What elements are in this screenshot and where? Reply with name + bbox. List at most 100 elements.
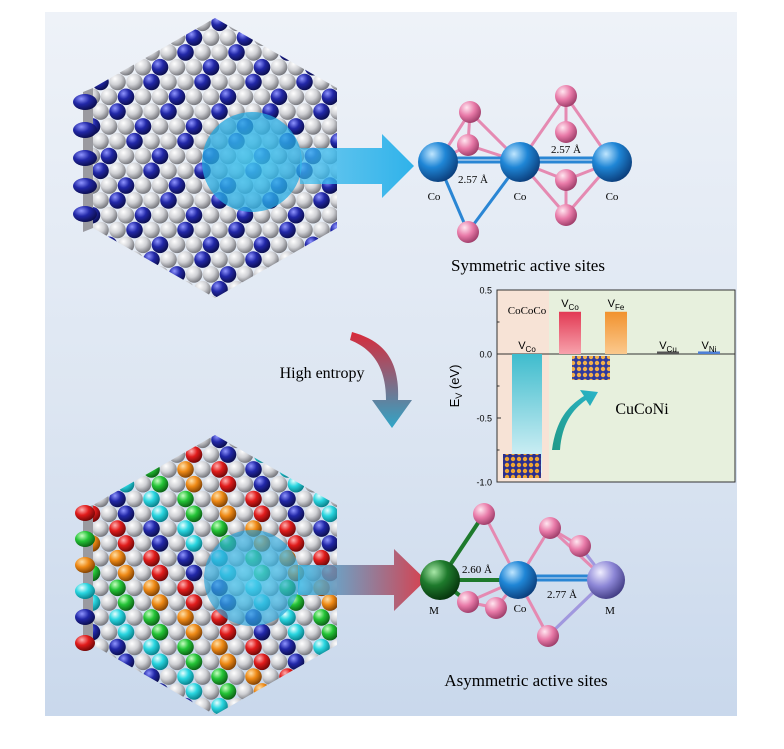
atom — [151, 564, 169, 582]
atom — [313, 280, 330, 298]
atom — [126, 697, 143, 715]
atom — [194, 221, 211, 239]
zoom-lens-top — [202, 112, 302, 212]
atom — [109, 251, 126, 268]
atom — [279, 697, 296, 715]
atom — [135, 0, 152, 16]
atom — [109, 221, 126, 239]
atom — [185, 535, 203, 552]
atom — [279, 280, 296, 298]
atom — [177, 251, 194, 268]
atom — [134, 88, 152, 106]
atom — [160, 461, 177, 478]
atom — [194, 609, 211, 626]
atom — [203, 0, 220, 16]
atom — [253, 29, 271, 46]
atom — [287, 623, 305, 641]
atom — [313, 520, 330, 537]
atom — [67, 29, 84, 46]
atom — [93, 177, 101, 194]
atom — [134, 653, 152, 671]
atom — [270, 88, 288, 106]
atom — [185, 29, 203, 46]
atom — [100, 236, 118, 254]
atom — [287, 653, 305, 671]
atom — [305, 0, 322, 16]
atom — [185, 266, 203, 283]
atom — [271, 0, 288, 16]
atom — [160, 251, 177, 268]
atom — [100, 88, 118, 106]
atom — [339, 506, 356, 523]
atom — [75, 668, 92, 685]
atom — [313, 435, 330, 449]
atom — [168, 147, 186, 165]
atom — [313, 638, 330, 656]
atom — [160, 638, 177, 656]
atom — [160, 490, 177, 508]
atom — [135, 417, 152, 434]
atom — [236, 295, 254, 298]
atom — [93, 505, 101, 523]
atom — [168, 653, 186, 671]
atom — [245, 73, 262, 91]
atom — [185, 446, 203, 463]
atom — [339, 89, 356, 106]
atom — [194, 490, 211, 508]
atom — [203, 417, 220, 434]
atom — [296, 192, 313, 209]
atom — [219, 623, 237, 641]
atom — [321, 535, 337, 552]
atom — [117, 88, 135, 106]
atom — [219, 475, 237, 493]
atom — [287, 535, 305, 552]
atom — [330, 697, 337, 715]
atom — [185, 712, 203, 715]
atom — [143, 162, 160, 180]
atom — [100, 535, 118, 552]
atom — [330, 549, 337, 567]
atom — [93, 266, 101, 283]
atom — [202, 712, 220, 715]
atom — [185, 594, 203, 611]
atom — [93, 653, 101, 671]
atom — [117, 295, 135, 298]
co-atom-bottom — [499, 561, 537, 599]
atom — [262, 638, 279, 656]
atom — [117, 594, 135, 611]
atom — [109, 132, 126, 150]
atom — [168, 295, 186, 298]
atom — [237, 417, 254, 434]
atom — [321, 653, 337, 671]
atom — [134, 206, 152, 224]
atom — [143, 668, 160, 685]
atom — [321, 594, 337, 611]
atom — [339, 713, 356, 730]
atom — [143, 549, 160, 567]
atom — [237, 0, 254, 16]
atom — [185, 88, 203, 106]
group-label: CuCoNi — [615, 401, 669, 418]
atom — [202, 206, 220, 224]
atom — [313, 18, 330, 32]
atom — [186, 0, 203, 16]
atom — [270, 58, 288, 76]
atom — [339, 654, 356, 671]
atom — [270, 505, 288, 523]
atom — [177, 192, 194, 209]
atom — [109, 44, 126, 61]
atom — [75, 698, 92, 715]
atom — [270, 206, 288, 224]
atom — [262, 73, 279, 91]
atom — [202, 88, 220, 106]
atom — [270, 266, 288, 283]
atom — [202, 29, 220, 46]
atom — [151, 295, 169, 298]
atom — [160, 73, 177, 91]
atom — [185, 177, 203, 194]
atom — [296, 18, 313, 32]
atom — [253, 236, 271, 254]
atom — [100, 564, 118, 582]
atom-label: Co — [514, 191, 527, 203]
atom — [253, 712, 271, 715]
